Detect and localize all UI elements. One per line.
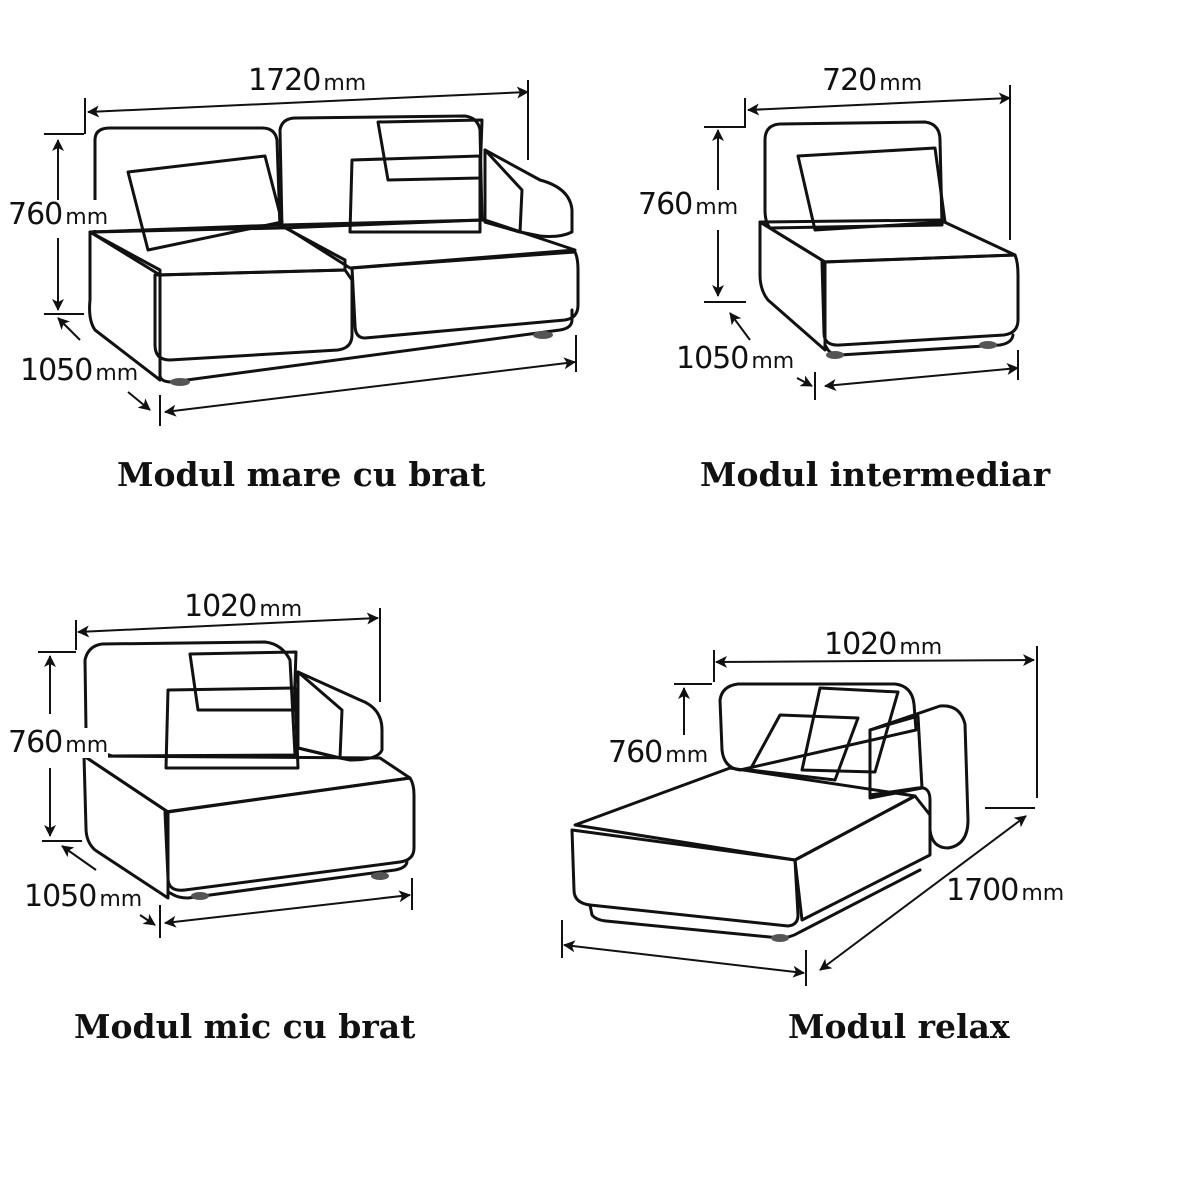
dimension-unit: mm — [1021, 881, 1065, 906]
dimension-value: 760 — [608, 735, 663, 770]
module-caption: Modul mic cu brat — [74, 1007, 416, 1046]
dimension-value: 1050 — [20, 353, 93, 388]
dimension-value: 1020 — [184, 589, 257, 624]
dimension-unit: mm — [665, 743, 709, 768]
dimension-unit: mm — [65, 733, 109, 758]
sofa-intermediate-illustration — [704, 85, 1020, 400]
sofa-large-with-arm-illustration — [44, 80, 580, 426]
dimension-unit: mm — [751, 349, 795, 374]
dimension-value: 1020 — [824, 627, 897, 662]
dimension-value: 1050 — [24, 879, 97, 914]
dimension-unit: mm — [99, 887, 143, 912]
dimension-unit: mm — [899, 635, 943, 660]
dimension-unit: mm — [95, 361, 139, 386]
dimension-value: 760 — [8, 197, 63, 232]
dimension-value: 720 — [822, 63, 877, 98]
dimension-unit: mm — [695, 195, 739, 220]
sofa-relax-illustration — [561, 646, 1038, 986]
dimension-unit: mm — [879, 71, 923, 96]
module-caption: Modul intermediar — [700, 455, 1051, 494]
dimension-unit: mm — [323, 71, 367, 96]
dimension-unit: mm — [259, 597, 303, 622]
dimension-value: 760 — [8, 725, 63, 760]
dimension-value: 1050 — [676, 341, 749, 376]
dimension-value: 1700 — [946, 873, 1019, 908]
dimension-value: 760 — [638, 187, 693, 222]
module-caption: Modul mare cu brat — [117, 455, 486, 494]
dimension-unit: mm — [65, 205, 109, 230]
sofa-small-with-arm-illustration — [38, 608, 416, 938]
dimension-value: 1720 — [248, 63, 321, 98]
module-caption: Modul relax — [788, 1007, 1010, 1046]
